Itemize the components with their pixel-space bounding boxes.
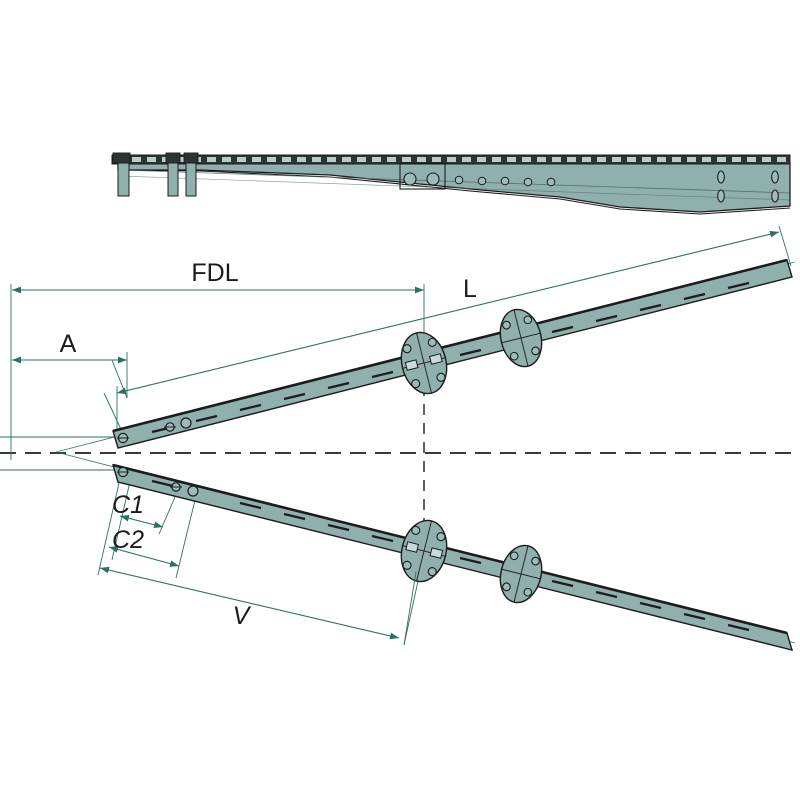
clamp-bolt-hole bbox=[427, 337, 437, 347]
dimension-label-fdl: FDL bbox=[191, 259, 238, 287]
beam-notch-row bbox=[117, 157, 786, 162]
bracket-hole bbox=[426, 172, 440, 186]
bracket-hole bbox=[403, 172, 417, 186]
lower-arm-hole-b bbox=[187, 485, 199, 497]
clamp-bolt-hole bbox=[411, 525, 421, 535]
beam-left-post bbox=[117, 162, 130, 197]
lower-arm-top-edge-dark bbox=[112, 463, 788, 635]
clamp-bolt-hole bbox=[509, 551, 519, 561]
beam-end-oval-hole bbox=[717, 170, 779, 203]
dim-line-c2 bbox=[108, 546, 180, 567]
beam-taper-edge bbox=[117, 169, 791, 215]
dimension-label-v: V bbox=[233, 602, 252, 630]
clamp-bolt-hole bbox=[436, 532, 446, 542]
clamp-bolt-hole bbox=[502, 582, 511, 592]
clamp-collar-inner-lower bbox=[400, 519, 448, 583]
ext-l-right bbox=[778, 225, 792, 267]
clamp-bolt-hole bbox=[509, 351, 519, 361]
dimension-label-a: A bbox=[60, 330, 77, 358]
lower-arm-body bbox=[111, 464, 794, 651]
upper-arm-hole-b bbox=[180, 417, 192, 429]
dimension-label-l: L bbox=[463, 275, 477, 303]
clamp-collar-outer-lower bbox=[499, 544, 543, 604]
clamp-bolt-hole bbox=[436, 372, 446, 382]
clamp-nut bbox=[404, 359, 419, 371]
dim-line-v bbox=[99, 566, 400, 640]
ext-v-right bbox=[403, 571, 421, 646]
beam-mid-cap-b bbox=[183, 152, 199, 164]
upper-arm-top-edge-dark bbox=[112, 258, 788, 433]
beam-mid-post-a bbox=[167, 162, 179, 197]
lower-arm-slot-dashes bbox=[151, 479, 750, 632]
clamp-collar-inner-upper bbox=[400, 331, 448, 395]
ext-v-left bbox=[97, 469, 123, 576]
clamp-bolt-hole bbox=[427, 567, 437, 577]
side-elevation-view bbox=[111, 152, 791, 215]
upper-arm-body bbox=[112, 259, 793, 449]
clamp-bolt-hole bbox=[531, 346, 540, 356]
clamp-collar-outer-upper bbox=[499, 308, 543, 368]
leader-lower-clamp bbox=[403, 571, 417, 646]
beam-mid-cap-a bbox=[165, 152, 181, 164]
beam-bracket-plate bbox=[399, 162, 446, 190]
clamp-bolt-hole bbox=[531, 556, 540, 566]
beam-small-hole bbox=[454, 175, 556, 187]
clamp-nut bbox=[405, 541, 420, 553]
clamp-bolt-hole bbox=[411, 379, 421, 389]
clamp-bolt-hole bbox=[502, 320, 511, 330]
upper-arm-slot-dashes bbox=[151, 281, 750, 434]
lower-arm bbox=[111, 463, 794, 651]
beam-left-cap bbox=[112, 152, 131, 164]
clamp-nut bbox=[429, 547, 444, 559]
dimension-lines bbox=[12, 230, 780, 640]
clamp-bolt-hole bbox=[523, 315, 533, 325]
clamp-bolt-hole bbox=[402, 560, 412, 570]
clamp-bolt-hole bbox=[523, 587, 533, 597]
dim-line-c1 bbox=[119, 514, 164, 529]
dimension-label-c1: C1 bbox=[112, 491, 144, 519]
leader-a-to-arm bbox=[111, 359, 128, 399]
beam-mid-post-b bbox=[185, 162, 197, 197]
clamp-nut bbox=[428, 353, 443, 365]
dimension-label-c2: C2 bbox=[112, 526, 144, 554]
beam-body bbox=[117, 162, 791, 213]
centerlines bbox=[0, 385, 800, 560]
upper-arm bbox=[112, 258, 793, 449]
dim-line-l bbox=[116, 230, 780, 395]
clamp-bolt-hole bbox=[402, 344, 412, 354]
ext-c2-right bbox=[175, 495, 197, 579]
